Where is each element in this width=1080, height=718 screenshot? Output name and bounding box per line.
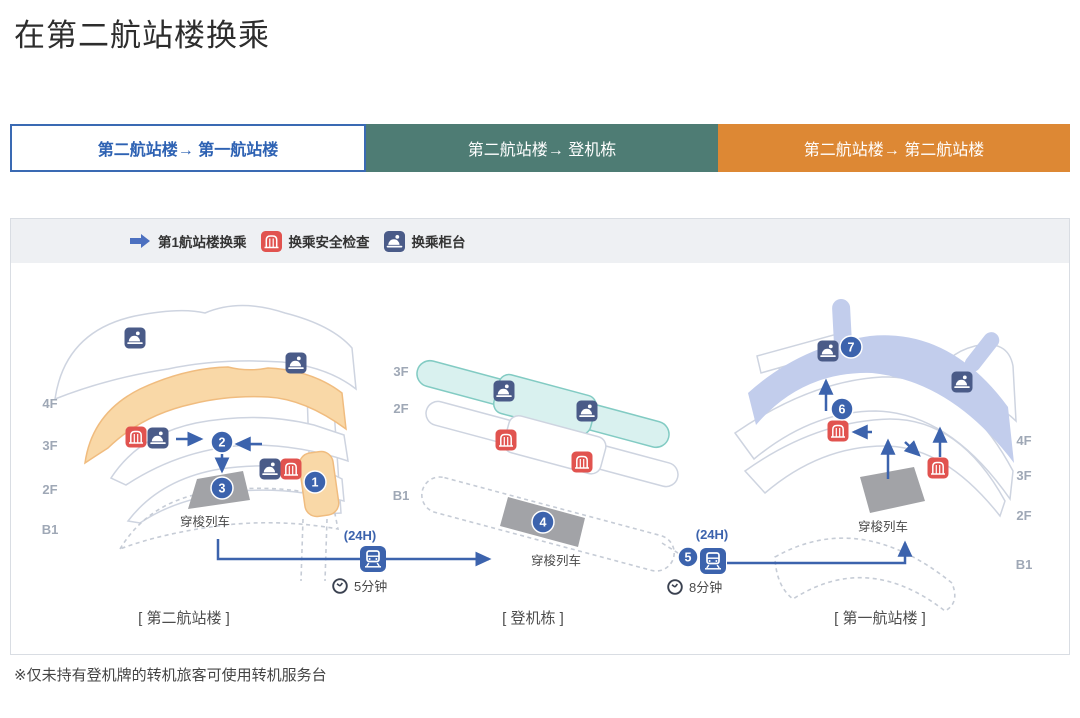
transfer-arrow-icon [130,234,150,248]
shuttle-train-icon [699,547,727,575]
transfer-map-svg: 4F 3F 2F B1 2 [42,299,1033,627]
svg-text:3: 3 [219,482,226,496]
transfer-counter-icon [259,458,281,480]
t1-b1-dashed-outline [774,537,956,612]
step-marker-7: 7 [839,335,863,359]
boarding-dashed-link [661,542,688,559]
page-title: 在第二航站楼换乘 [14,18,270,53]
floor-label: 3F [393,364,408,379]
route-line [727,540,913,565]
transfer-counter-icon [951,371,973,393]
security-check-icon [826,419,850,443]
t2-4f-highlight-band [84,366,347,465]
t1-shuttle-station [860,467,925,513]
shuttle-label: 穿梭列车 [531,553,581,568]
security-check-icon [494,428,518,452]
duration-label: 8分钟 [689,580,722,595]
map-legend: 第1航站楼换乘 换乘安全检查 换乘柜台 [11,219,1069,263]
legend-label: 换乘安全检查 [288,235,370,250]
security-check-icon [570,450,594,474]
security-check-icon [279,457,303,481]
floor-label: 2F [42,482,57,497]
floor-label: B1 [42,522,59,537]
terminal1-building: 4F 3F 2F B1 6 [733,299,1033,627]
floor-label: 2F [1016,508,1031,523]
svg-text:5: 5 [685,551,692,565]
security-check-icon [926,456,950,480]
transfer-map-panel: 第1航站楼换乘 换乘安全检查 换乘柜台 [10,218,1070,655]
transfer-counter-icon [124,327,146,349]
floor-label: B1 [393,488,410,503]
legend-label: 第1航站楼换乘 [158,235,247,250]
svg-text:2: 2 [219,436,226,450]
security-check-icon [124,425,148,449]
transfer-counter-icon [576,400,598,422]
step-marker-6: 6 [830,397,854,421]
tab-t2-to-boarding[interactable]: 第二航站楼→ 登机栋 [366,124,718,172]
route-line [216,539,492,567]
legend-item-security: 换乘安全检查 [260,230,370,252]
step-marker-5: 5 [677,546,699,568]
duration-label: 5分钟 [354,579,387,594]
transfer-map: 4F 3F 2F B1 2 [11,263,1069,654]
transfer-counter-icon [817,340,839,362]
step-marker-2: 2 [210,430,234,454]
boarding-b1-dashed-outline [421,476,675,572]
boarding-building: 3F 2F B1 4 穿梭列车 [ 登机栋 ] [393,359,688,627]
hours-label: (24H) [344,528,377,543]
terminal2-building: 4F 3F 2F B1 2 [42,304,357,627]
hours-label: (24H) [696,527,729,542]
shuttle-train-icon [359,545,387,573]
floor-label: 4F [1016,433,1031,448]
t2-dashed-link [324,518,328,582]
step-marker-4: 4 [531,510,555,534]
security-check-icon [260,230,282,252]
clock-icon [667,579,683,595]
legend-item-counter: 换乘柜台 [383,230,466,252]
tab-t2-to-t2[interactable]: 第二航站楼→ 第二航站楼 [718,124,1070,172]
footnote: ※仅未持有登机牌的转机旅客可使用转机服务台 [14,667,327,684]
transfer-counter-icon [493,380,515,402]
step-marker-3: 3 [210,476,234,500]
clock-icon [332,578,348,594]
shuttle-route-boarding-t1: 5 (24H) 8分钟 [667,527,913,595]
building-caption: [ 第二航站楼 ] [138,609,230,627]
transfer-counter-icon [147,427,169,449]
arrow-down-right [903,440,921,457]
floor-label: 3F [1016,468,1031,483]
t1-4f-highlight-band [748,335,1014,463]
shuttle-route-t2-boarding: (24H) 5分钟 [216,528,492,594]
t2-3f-band [109,416,349,486]
t2-dashed-link [300,518,304,582]
transfer-counter-icon [383,230,405,252]
svg-text:6: 6 [839,403,846,417]
floor-label: 4F [42,396,57,411]
transfer-counter-icon [285,352,307,374]
t1-pier [964,332,1000,372]
shuttle-label: 穿梭列车 [858,519,908,534]
floor-label: 3F [42,438,57,453]
building-caption: [ 登机栋 ] [502,609,564,627]
boarding-3f-highlight-band [416,359,670,449]
building-caption: [ 第一航站楼 ] [834,609,926,627]
legend-item-transfer: 第1航站楼换乘 [129,231,247,251]
shuttle-label: 穿梭列车 [180,514,230,529]
floor-label: 2F [393,401,408,416]
svg-text:7: 7 [848,341,855,355]
step-marker-1: 1 [303,470,327,494]
floor-label: B1 [1016,557,1033,572]
svg-text:4: 4 [540,516,547,530]
t2-b1-dashed-outline [118,487,340,551]
terminal-tabs: 第二航站楼→ 第一航站楼 第二航站楼→ 登机栋 第二航站楼→ 第二航站楼 [10,124,1070,172]
tab-t2-to-t1[interactable]: 第二航站楼→ 第一航站楼 [10,124,366,172]
svg-text:1: 1 [312,476,319,490]
legend-label: 换乘柜台 [411,235,466,250]
